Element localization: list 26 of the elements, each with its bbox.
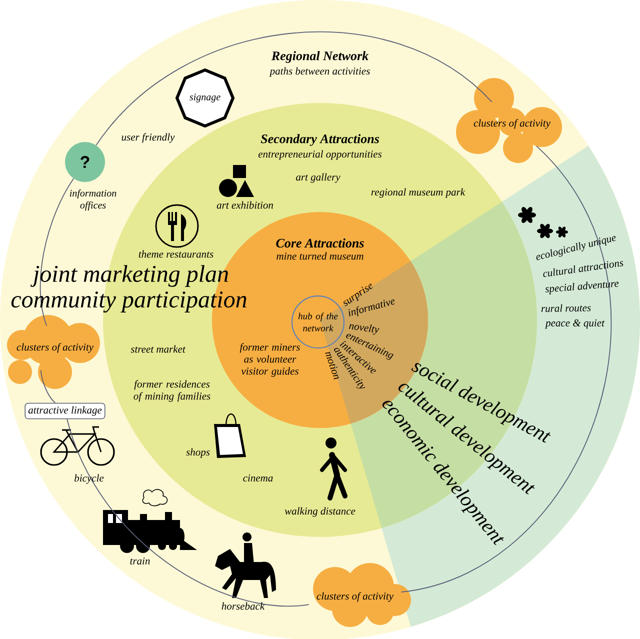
label: user friendly [122,133,175,143]
label: art gallery [296,173,340,183]
label: regional museum park [371,188,466,198]
label: shops [186,448,210,458]
activity-cluster: clusters of activity [313,563,411,627]
label: former residences of mining families [134,380,210,402]
label: former miners as volunteer visitor guides [240,343,300,377]
label: theme restaurants [138,250,214,258]
label: cultural attractions [543,261,624,278]
linkage-tag: attractive linkage [24,402,106,420]
activity-cluster: clusters of activity [7,315,100,389]
label: rural routes [541,304,591,312]
label: horseback [222,602,265,610]
activity-cluster: clusters of activity [456,78,562,163]
label: special adventure [545,282,619,294]
path-line [400,146,612,593]
label: street market [130,345,186,353]
label: cinema [243,474,273,482]
path-line [66,418,310,607]
node-label: information offices [70,189,116,211]
label: art exhibition [216,201,274,209]
label: train [130,557,150,565]
label: walking distance [284,507,356,517]
path-line [96,32,492,146]
label: peace & quiet [544,319,605,329]
path-line [40,370,56,404]
